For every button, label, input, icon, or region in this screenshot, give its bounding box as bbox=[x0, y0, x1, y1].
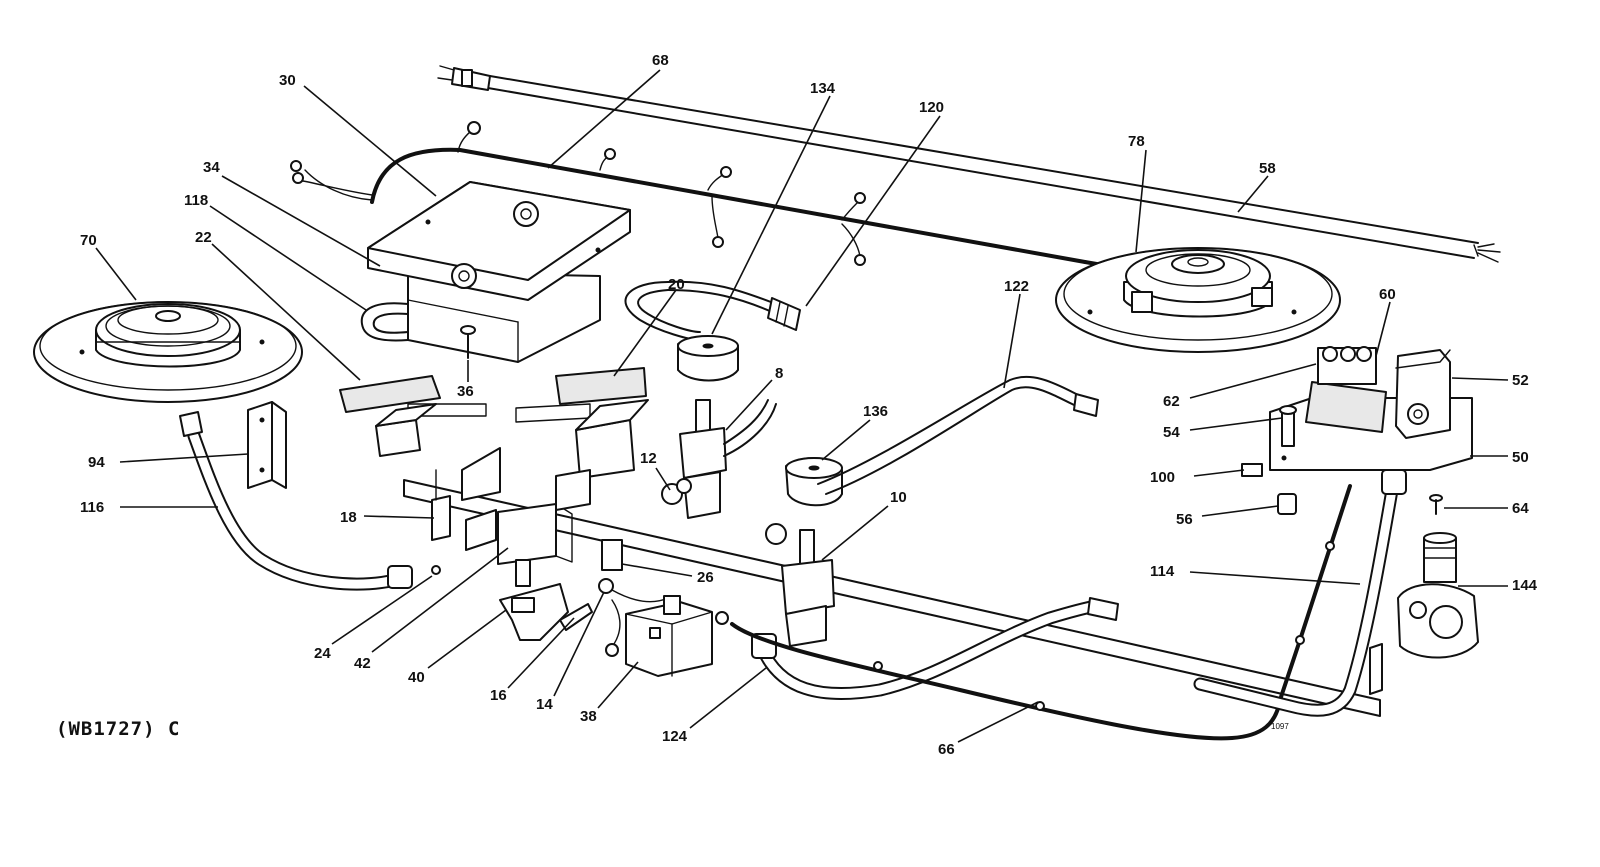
power-cord bbox=[437, 65, 1501, 263]
callout-52: 52 bbox=[1512, 372, 1529, 389]
valve-8 bbox=[661, 335, 777, 519]
callout-124: 124 bbox=[662, 728, 688, 745]
callout-134: 134 bbox=[810, 80, 836, 97]
tube-118 bbox=[360, 302, 409, 342]
callout-36: 36 bbox=[457, 383, 474, 400]
wiring-harness-66 bbox=[730, 484, 1352, 741]
callout-14: 14 bbox=[536, 696, 553, 713]
callout-leaders bbox=[95, 69, 1509, 743]
gas-tube-114 bbox=[1193, 469, 1407, 717]
callout-20: 20 bbox=[668, 276, 685, 293]
callout-116: 116 bbox=[80, 499, 105, 516]
ignitor-parts bbox=[499, 539, 729, 677]
callout-24: 24 bbox=[314, 645, 331, 662]
callout-144: 144 bbox=[1512, 577, 1538, 594]
rail-bracket-right bbox=[1369, 643, 1383, 695]
callout-26: 26 bbox=[697, 569, 714, 586]
bracket-assembly-center bbox=[515, 367, 649, 511]
screw-36 bbox=[460, 325, 476, 359]
bracket-assembly-left bbox=[339, 375, 573, 575]
callout-60: 60 bbox=[1379, 286, 1396, 303]
callout-40: 40 bbox=[408, 669, 425, 686]
callout-66: 66 bbox=[938, 741, 955, 758]
callout-10: 10 bbox=[890, 489, 907, 506]
pressure-regulator bbox=[1397, 532, 1479, 659]
drawing-code: 1097 bbox=[1271, 722, 1289, 731]
callout-54: 54 bbox=[1163, 424, 1180, 441]
callout-118: 118 bbox=[184, 192, 209, 209]
callout-18: 18 bbox=[340, 509, 357, 526]
callout-42: 42 bbox=[354, 655, 371, 672]
callout-38: 38 bbox=[580, 708, 597, 725]
callout-122: 122 bbox=[1004, 278, 1030, 295]
control-box bbox=[367, 181, 631, 363]
callout-56: 56 bbox=[1176, 511, 1193, 528]
callout-58: 58 bbox=[1259, 160, 1276, 177]
callout-22: 22 bbox=[195, 229, 212, 246]
callout-34: 34 bbox=[203, 159, 220, 176]
bracket-94 bbox=[247, 401, 287, 489]
callout-94: 94 bbox=[88, 454, 105, 471]
callout-70: 70 bbox=[80, 232, 97, 249]
right-burner bbox=[1055, 247, 1341, 353]
callout-100: 100 bbox=[1150, 469, 1176, 486]
callout-12: 12 bbox=[640, 450, 657, 467]
callout-78: 78 bbox=[1128, 133, 1145, 150]
tube-122 bbox=[817, 375, 1099, 495]
callout-8: 8 bbox=[775, 365, 784, 382]
gas-tube-116 bbox=[179, 411, 413, 591]
callout-114: 114 bbox=[1150, 563, 1175, 580]
callout-68: 68 bbox=[652, 52, 669, 69]
control-board-assembly bbox=[1241, 346, 1473, 515]
callout-30: 30 bbox=[279, 72, 296, 89]
valve-10 bbox=[765, 457, 843, 647]
wiring-harness bbox=[290, 121, 1122, 270]
callout-16: 16 bbox=[490, 687, 507, 704]
callout-62: 62 bbox=[1163, 393, 1180, 410]
figure-caption: (WB1727) C bbox=[56, 718, 181, 740]
callout-50: 50 bbox=[1512, 449, 1529, 466]
callout-136: 136 bbox=[863, 403, 889, 420]
tube-120 bbox=[624, 280, 801, 341]
left-burner bbox=[33, 301, 303, 403]
callout-120: 120 bbox=[919, 99, 945, 116]
callout-64: 64 bbox=[1512, 500, 1529, 517]
